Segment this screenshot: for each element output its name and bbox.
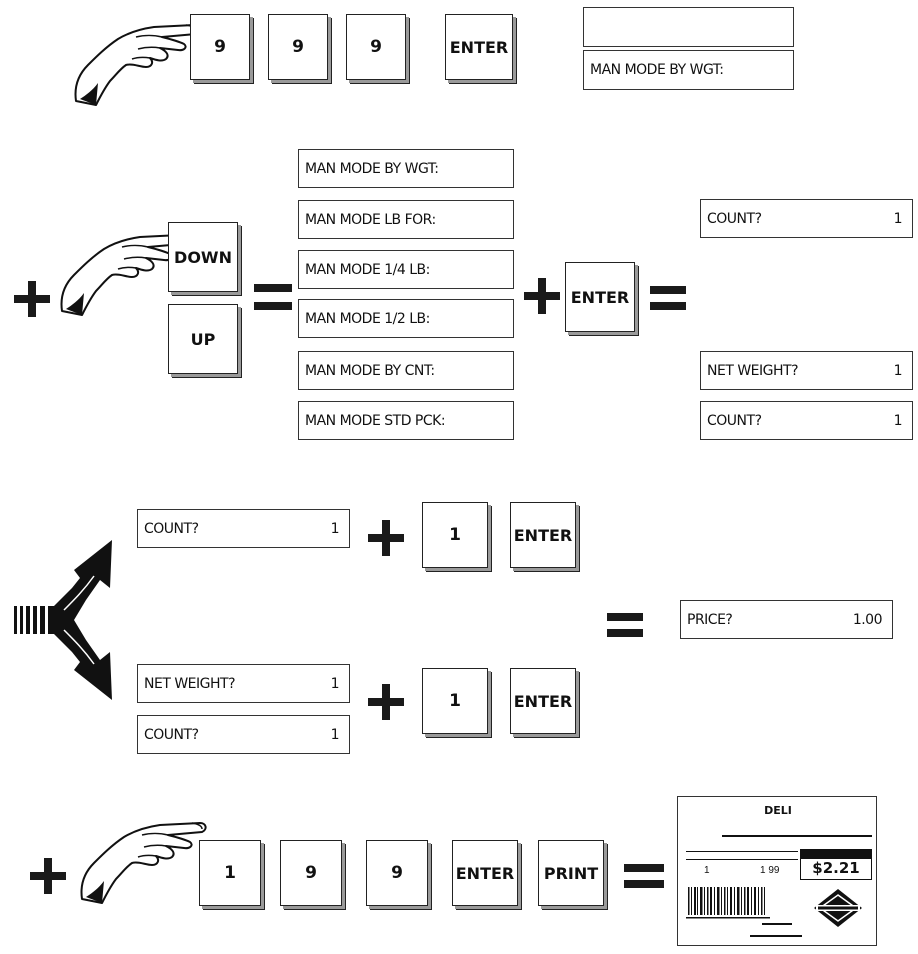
- key-1[interactable]: 1: [422, 502, 488, 568]
- display-label: COUNT?: [144, 726, 199, 743]
- logo-icon: [814, 889, 862, 927]
- label-rule: [722, 835, 872, 837]
- display-label: COUNT?: [707, 412, 762, 429]
- count-display: COUNT? 1: [137, 715, 350, 754]
- label-total-bar: [800, 849, 872, 858]
- key-1[interactable]: 1: [199, 840, 261, 906]
- display-value: 1: [893, 210, 903, 227]
- barcode-icon: [686, 887, 770, 919]
- display-label: NET WEIGHT?: [144, 675, 236, 692]
- display-line-2: MAN MODE BY WGT:: [583, 50, 794, 90]
- plus-sign: [30, 858, 66, 894]
- label-rule: [686, 851, 798, 852]
- label-qty: 1: [704, 865, 710, 876]
- mode-option: MAN MODE STD PCK:: [298, 401, 514, 440]
- enter-key[interactable]: ENTER: [445, 14, 513, 80]
- label-rule: [686, 859, 798, 860]
- equals-sign: [624, 864, 664, 888]
- mode-option: MAN MODE BY WGT:: [298, 149, 514, 188]
- down-key[interactable]: DOWN: [168, 222, 238, 292]
- key-1[interactable]: 1: [422, 668, 488, 734]
- price-display: PRICE? 1.00: [680, 600, 893, 639]
- branch-arrow-icon: [14, 540, 112, 700]
- plus-sign: [14, 281, 50, 317]
- mode-option: MAN MODE 1/2 LB:: [298, 299, 514, 338]
- mode-option: MAN MODE 1/4 LB:: [298, 250, 514, 289]
- plus-sign: [368, 520, 404, 556]
- count-display: COUNT? 1: [137, 509, 350, 548]
- label-unit-price: 1 99: [760, 865, 780, 876]
- key-9[interactable]: 9: [190, 14, 250, 80]
- plus-sign: [524, 278, 560, 314]
- display-value: 1.00: [852, 611, 883, 628]
- net-weight-display: NET WEIGHT? 1: [137, 664, 350, 703]
- key-9[interactable]: 9: [280, 840, 342, 906]
- equals-sign: [607, 613, 643, 637]
- label-total: $2.21: [800, 858, 872, 880]
- display-value: 1: [330, 675, 340, 692]
- display-value: 1: [893, 412, 903, 429]
- key-9[interactable]: 9: [268, 14, 328, 80]
- mode-option: MAN MODE LB FOR:: [298, 200, 514, 239]
- mode-option: MAN MODE BY CNT:: [298, 351, 514, 390]
- label-rule: [750, 935, 802, 937]
- label-header: DELI: [764, 804, 792, 817]
- enter-key[interactable]: ENTER: [565, 262, 635, 332]
- display-label: COUNT?: [707, 210, 762, 227]
- display-label: COUNT?: [144, 520, 199, 537]
- equals-sign: [650, 286, 686, 310]
- printed-label: DELI 1 1 99 $2.21: [677, 796, 877, 946]
- display-value: 1: [330, 726, 340, 743]
- display-value: 1: [330, 520, 340, 537]
- display-label: PRICE?: [687, 611, 733, 628]
- display-label: NET WEIGHT?: [707, 362, 799, 379]
- net-weight-display: NET WEIGHT? 1: [700, 351, 913, 390]
- pointing-hand-icon: [66, 12, 206, 112]
- print-key[interactable]: PRINT: [538, 840, 604, 906]
- key-9[interactable]: 9: [366, 840, 428, 906]
- label-rule: [762, 923, 792, 925]
- enter-key[interactable]: ENTER: [510, 502, 576, 568]
- count-display: COUNT? 1: [700, 401, 913, 440]
- equals-sign: [254, 284, 292, 310]
- display-value: 1: [893, 362, 903, 379]
- up-key[interactable]: UP: [168, 304, 238, 374]
- count-display: COUNT? 1: [700, 199, 913, 238]
- key-9[interactable]: 9: [346, 14, 406, 80]
- pointing-hand-icon: [72, 810, 212, 910]
- enter-key[interactable]: ENTER: [452, 840, 518, 906]
- display-line-1: [583, 7, 794, 47]
- plus-sign: [368, 684, 404, 720]
- enter-key[interactable]: ENTER: [510, 668, 576, 734]
